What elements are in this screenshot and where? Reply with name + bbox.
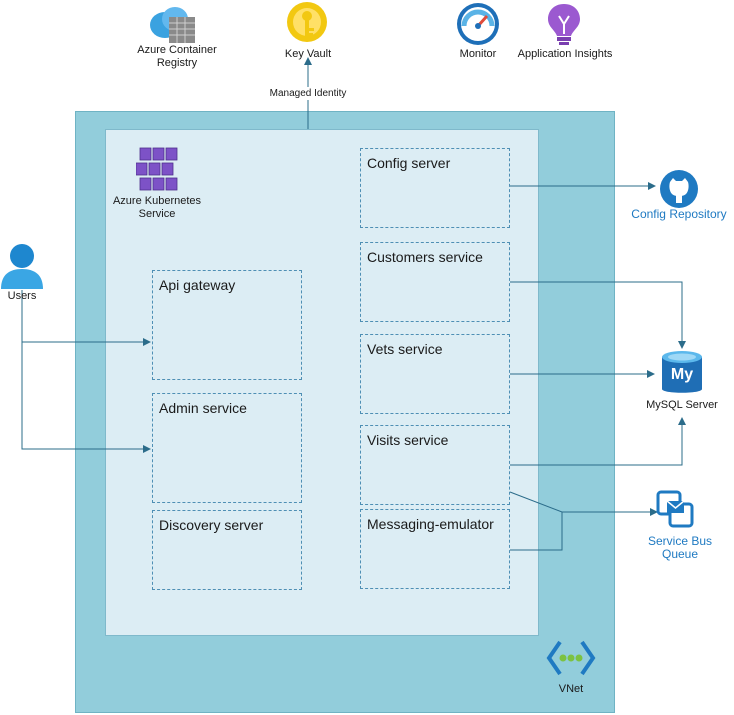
aks-cluster-container [105,129,539,636]
vnet-icon [546,638,596,678]
api-gateway-label: Api gateway [159,277,236,293]
mysql-icon: My [659,350,705,396]
github-icon [659,169,699,209]
customers-service-label: Customers service [367,249,483,265]
container-registry-icon [147,5,199,45]
monitor-label: Monitor [459,48,497,60]
users-icon [0,243,44,289]
users-label: Users [7,290,37,302]
kubernetes-service-label: Azure Kubernetes Service [107,195,207,221]
service-bus-label: Service Bus Queue [630,535,730,561]
messaging-emulator-label: Messaging-emulator [367,516,494,532]
container-registry-label-line1: Azure Container [137,44,217,56]
key-vault-icon [285,2,329,46]
container-registry-label: Azure Container Registry [127,44,227,70]
kubernetes-service-label-line1: Azure Kubernetes [112,195,202,207]
visits-service-label: Visits service [367,432,449,448]
service-bus-label-line2: Queue [661,547,699,561]
discovery-server-box: Discovery server [152,510,302,590]
admin-service-box: Admin service [152,393,302,503]
api-gateway-box: Api gateway [152,270,302,380]
kubernetes-service-icon [135,147,180,193]
admin-service-label: Admin service [159,400,247,416]
config-server-box: Config server [360,148,510,228]
visits-to-mysql-connector [510,417,686,466]
container-registry-label-line2: Registry [156,57,198,69]
mysql-badge: My [670,366,694,383]
visits-to-servicebus-connector [509,491,658,516]
customers-to-mysql-connector [510,281,686,349]
config-repository-label: Config Repository [631,207,727,221]
vnet-label: VNet [558,683,584,695]
messaging-emulator-box: Messaging-emulator [360,509,510,589]
mysql-server-label: MySQL Server [646,399,718,411]
application-insights-label: Application Insights [517,48,613,60]
vets-service-label: Vets service [367,341,443,357]
managed-identity-label: Managed Identity [258,87,358,100]
messaging-to-servicebus-connector [510,512,563,551]
kubernetes-service-label-line2: Service [138,208,176,220]
visits-service-box: Visits service [360,425,510,505]
customers-service-box: Customers service [360,242,510,322]
service-bus-icon [655,489,695,529]
monitor-icon [456,2,500,46]
config-server-label: Config server [367,155,451,171]
service-bus-label-line1: Service Bus [647,534,713,548]
key-vault-label: Key Vault [284,48,332,60]
discovery-server-label: Discovery server [159,517,264,533]
vets-service-box: Vets service [360,334,510,414]
users-to-admin-service-connector [21,342,151,453]
application-insights-icon [546,2,582,46]
